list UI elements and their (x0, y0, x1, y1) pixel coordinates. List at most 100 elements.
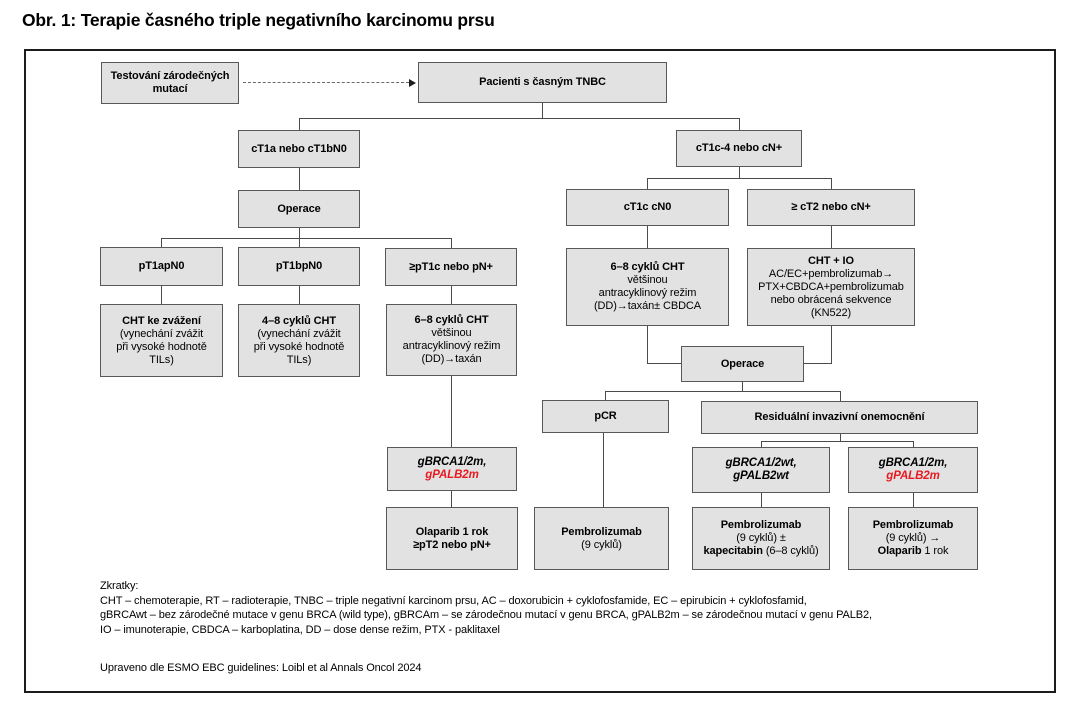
node-label: (KN522) (810, 306, 852, 319)
connector-line (647, 226, 648, 248)
connector-line (739, 118, 740, 130)
connector-line (542, 103, 543, 118)
connector-line (647, 363, 682, 364)
connector-line (761, 441, 762, 447)
connector-line (161, 238, 162, 247)
node-surgery-left: Operace (238, 190, 360, 228)
connector-line (742, 382, 743, 391)
connector-line (161, 238, 452, 239)
node-pt1apn0: pT1apN0 (100, 247, 223, 286)
node-label: PTX+CBDCA+pembrolizumab (758, 280, 904, 293)
node-label: Pembrolizumab (872, 519, 954, 531)
node-label: (9 cyklů) → (885, 532, 941, 544)
node-label: gBRCA1/2m, (417, 456, 487, 468)
node-pembrolizumab-olaparib: Pembrolizumab (9 cyklů) → Olaparib 1 rok (848, 507, 978, 570)
node-label-part: 1 rok (921, 545, 949, 557)
connector-line (739, 167, 740, 178)
legend-line: gBRCAwt – bez zárodečné mutace v genu BR… (100, 609, 872, 621)
connector-line (803, 363, 832, 364)
node-germline-testing: Testování zárodečných mutací (101, 62, 239, 104)
legend-line: CHT – chemoterapie, RT – radioterapie, T… (100, 594, 807, 607)
abbreviations-legend: Zkratky: CHT – chemoterapie, RT – radiot… (100, 579, 872, 637)
node-surgery-right: Operace (681, 346, 804, 382)
node-ct2-cn-plus: ≥ cT2 nebo cN+ (747, 189, 915, 226)
connector-line (299, 228, 300, 238)
node-label: cT1c cN0 (623, 201, 672, 213)
node-label: (9 cyklů) ± (736, 532, 786, 544)
connector-line (605, 391, 840, 392)
node-label: Olaparib 1 rok (878, 545, 949, 558)
node-label: AC/EC+pembrolizumab→ (768, 267, 894, 280)
arrowhead-icon (409, 79, 416, 87)
node-ct1c4-cn-plus: cT1c-4 nebo cN+ (676, 130, 802, 167)
connector-line (913, 493, 914, 507)
connector-line (299, 168, 300, 190)
node-label: ≥ cT2 nebo cN+ (791, 201, 871, 213)
node-label: Testování zárodečných mutací (110, 70, 230, 95)
node-gbrca-wildtype: gBRCA1/2wt, gPALB2wt (692, 447, 830, 493)
node-residual-disease: Residuální invazivní onemocnění (701, 401, 978, 434)
connector-line (831, 178, 832, 189)
node-label: antracyklinový režim (402, 340, 501, 352)
node-pcr: pCR (542, 400, 669, 433)
connector-line (831, 326, 832, 364)
node-label: (9 cyklů) (581, 538, 622, 551)
connector-line (605, 391, 606, 400)
node-label: 6–8 cyklů CHT (414, 314, 489, 326)
node-label: Pembrolizumab (720, 519, 802, 531)
node-label: nebo obrácená sekvence (770, 293, 892, 306)
connector-line (161, 286, 162, 304)
node-label: 4–8 cyklů CHT (262, 314, 336, 327)
node-label: TILs) (286, 353, 312, 366)
node-label: cT1c-4 nebo cN+ (695, 142, 783, 154)
node-label: pT1bpN0 (275, 260, 323, 272)
node-label: ≥pT2 nebo pN+ (413, 538, 491, 551)
node-cht-consider: CHT ke zvážení (vynechání zvážit při vys… (100, 304, 223, 377)
dashed-connector (243, 82, 409, 83)
connector-line (647, 326, 648, 364)
node-label: většinou (627, 274, 668, 286)
legend-heading: Zkratky: (100, 580, 139, 592)
node-label: (DD)→taxán± CBDCA (593, 300, 702, 312)
node-label: (DD)→taxán (421, 353, 482, 365)
connector-line (451, 238, 452, 248)
node-cht-plus-io: CHT + IO AC/EC+pembrolizumab→ PTX+CBDCA+… (747, 248, 915, 326)
connector-line (840, 434, 841, 441)
connector-line (451, 376, 452, 447)
connector-line (840, 391, 841, 401)
connector-line (647, 178, 648, 189)
node-label: Pacienti s časným TNBC (479, 76, 606, 88)
node-label-red: gPALB2m (425, 469, 479, 481)
node-label: antracyklinový režim (598, 287, 697, 299)
connector-line (603, 433, 604, 507)
node-label: CHT + IO (808, 254, 854, 267)
node-label: (vynechání zvážit (119, 327, 204, 340)
node-label: 6–8 cyklů CHT (610, 261, 685, 273)
figure-title: Obr. 1: Terapie časného triple negativní… (22, 10, 495, 30)
node-label: většinou (431, 327, 472, 339)
node-pt1bpn0: pT1bpN0 (238, 247, 360, 286)
node-pembrolizumab-9cycles: Pembrolizumab (9 cyklů) (534, 507, 669, 570)
connector-line (451, 491, 452, 507)
node-label: pCR (594, 410, 617, 422)
node-label: cT1a nebo cT1bN0 (251, 142, 347, 155)
node-pembrolizumab-capecitabine: Pembrolizumab (9 cyklů) ± kapecitabin (6… (692, 507, 830, 570)
node-patients-early-tnbc: Pacienti s časným TNBC (418, 62, 667, 103)
node-olaparib-1yr: Olaparib 1 rok ≥pT2 nebo pN+ (386, 507, 518, 570)
connector-line (299, 118, 740, 119)
node-cht-4-8-cycles: 4–8 cyklů CHT (vynechání zvážit při vyso… (238, 304, 360, 377)
node-cht-6-8-cycles-adjuvant: 6–8 cyklů CHT většinou antracyklinový re… (386, 304, 517, 376)
node-label: gPALB2wt (733, 470, 789, 482)
node-label: Operace (277, 202, 321, 215)
node-label: CHT ke zvážení (122, 314, 201, 327)
connector-line (299, 286, 300, 304)
node-gbrca-mut-left: gBRCA1/2m, gPALB2m (387, 447, 517, 491)
node-ct1a-ct1bn0: cT1a nebo cT1bN0 (238, 130, 360, 168)
node-label: TILs) (149, 353, 174, 366)
node-label: pT1apN0 (138, 260, 185, 272)
node-label-part: kapecitabin (703, 545, 763, 557)
connector-line (647, 178, 832, 179)
connector-line (761, 441, 913, 442)
node-label-part: (6–8 cyklů) (762, 545, 819, 557)
figure-frame (24, 49, 1056, 693)
